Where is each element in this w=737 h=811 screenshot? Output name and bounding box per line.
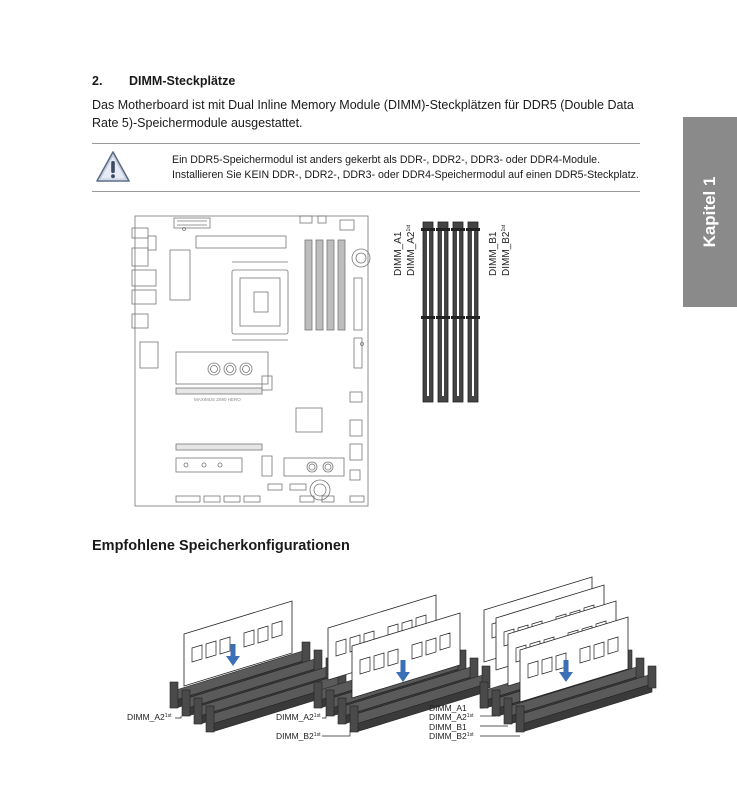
config-1-diagram [169,600,347,733]
slot-label-b1: DIMM_B1 [488,231,499,276]
section-intro: Das Motherboard ist mit Dual Inline Memo… [92,98,634,130]
section-title: DIMM-Steckplätze [129,74,236,88]
svg-text:DIMM_B21st: DIMM_B21st [429,731,474,741]
config-3-label-b2-sup: 1st [467,732,474,738]
warning-triangle-icon [95,150,131,189]
svg-text:DIMM_B21st: DIMM_B21st [501,224,512,276]
chapter-tab: Kapitel 1 [683,117,737,307]
slot-label-a2-sup: 1st [406,224,412,231]
section-heading: 2. DIMM-Steckplätze [92,74,235,88]
svg-text:DIMM_A21st: DIMM_A21st [406,224,417,276]
svg-text:DIMM_A21st: DIMM_A21st [276,712,321,722]
svg-text:DIMM_A21st: DIMM_A21st [429,712,474,722]
config-1-label-a2-sup: 1st [165,713,172,719]
motherboard-diagram [131,215,371,507]
warning-text: Ein DDR5-Speichermodul ist anders gekerb… [172,154,639,181]
config-3-label-b2: DIMM_B2 [429,731,467,741]
section-number: 2. [92,74,103,88]
slot-label-b2: DIMM_B2 [501,231,512,276]
slot-label-a2: DIMM_A2 [406,231,417,276]
config-1-label-a2: DIMM_A2 [127,712,165,722]
config-3-label-b1: DIMM_B1 [429,722,467,732]
recommended-configs-heading: Empfohlene Speicherkonfigurationen [92,538,350,554]
config-3-label-a2-sup: 1st [467,713,474,719]
warning-top-rule [92,143,640,144]
config-2-diagram [313,594,491,737]
config-2-label-b2: DIMM_B2 [276,731,314,741]
config-2-label-a2-sup: 1st [314,713,321,719]
svg-text:DIMM_B1: DIMM_B1 [488,231,499,276]
slot-label-a1: DIMM_A1 [393,231,404,276]
motherboard-model-text: MAXIMUS Z690 HERO [194,397,241,402]
slot-label-b2-sup: 1st [501,224,507,231]
config-3-label-a2: DIMM_A2 [429,712,467,722]
config-2-label-b2-sup: 1st [314,732,321,738]
svg-text:DIMM_A21st: DIMM_A21st [127,712,172,722]
config-3-diagram [479,576,657,737]
warning-bottom-rule [92,191,640,192]
config-3-label-a1: DIMM_A1 [429,703,467,713]
svg-text:DIMM_B21st: DIMM_B21st [276,731,321,741]
config-2-label-a2: DIMM_A2 [276,712,314,722]
svg-text:DIMM_A1: DIMM_A1 [393,231,404,276]
dimm-slot-diagram [421,221,480,403]
